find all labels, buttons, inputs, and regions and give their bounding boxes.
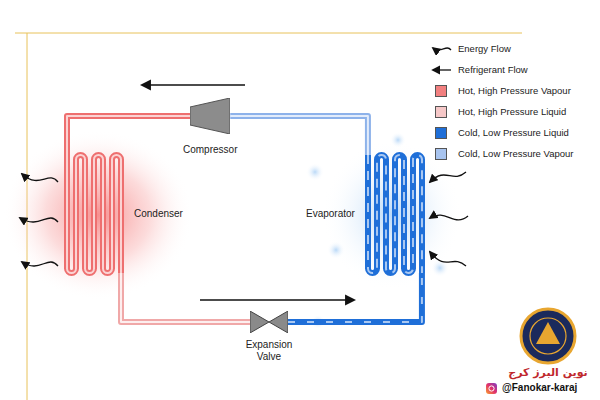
- refrigerant-pipe: [67, 116, 190, 155]
- legend-swatch: [435, 85, 447, 97]
- evaporator-coil: [363, 155, 427, 273]
- coil-tube: [67, 155, 121, 273]
- instagram-icon: [486, 383, 497, 394]
- legend-sample: [430, 43, 452, 55]
- component-node: Expansion Valve: [238, 311, 300, 363]
- legend-sample: [430, 64, 452, 76]
- pipe-wall: [230, 116, 368, 155]
- pipe-core: [288, 273, 422, 322]
- legend-row: Hot, High Pressure Liquid: [430, 101, 573, 122]
- pipe-core: [67, 116, 190, 155]
- instagram-icon: [489, 386, 494, 391]
- coil-tube-inner: [368, 155, 422, 273]
- legend-text: Cold, Low Pressure Vapour: [458, 148, 573, 159]
- compressor-body: [190, 98, 230, 134]
- refrigerant-pipe: [288, 273, 422, 322]
- heat-glow: [3, 130, 193, 300]
- component-node: Compressor: [183, 98, 237, 156]
- legend-row: Cold, Low Pressure Liquid: [430, 122, 573, 143]
- watermark-brand: نوین البرز کرج: [500, 366, 596, 379]
- legend-swatch: [435, 127, 447, 139]
- cold-glow: [327, 241, 345, 259]
- valve-half: [269, 311, 288, 333]
- legend-swatch: [435, 106, 447, 118]
- pipe-wall: [288, 273, 422, 322]
- legend-row: Hot, High Pressure Vapour: [430, 80, 573, 101]
- frame-line: [15, 33, 522, 34]
- component-node: Evaporator: [306, 155, 427, 273]
- legend-row: Cold, Low Pressure Vapour: [430, 143, 573, 164]
- logo: [521, 309, 575, 363]
- legend-row: Refrigerant Flow: [430, 59, 573, 80]
- legend-row: Energy Flow: [430, 38, 573, 59]
- component-label: Condenser: [134, 208, 183, 220]
- refrigerant-pipe: [121, 273, 250, 322]
- legend-text: Cold, Low Pressure Liquid: [458, 127, 569, 138]
- legend-swatch: [435, 148, 447, 160]
- legend-text: Hot, High Pressure Vapour: [458, 85, 571, 96]
- cold-glow: [390, 132, 406, 148]
- component-node: Condenser: [62, 155, 183, 273]
- refrigerant-pipe: [230, 116, 368, 155]
- legend: Energy FlowRefrigerant FlowHot, High Pre…: [430, 38, 573, 164]
- component-label: Evaporator: [306, 208, 355, 220]
- valve-symbol: [250, 311, 288, 333]
- compressor-symbol: [190, 98, 230, 134]
- pipe-core: [121, 273, 250, 322]
- coil-tube: [368, 155, 422, 273]
- legend-arrow: [433, 69, 451, 70]
- legend-text: Energy Flow: [458, 43, 511, 54]
- pipe-wall: [67, 116, 190, 155]
- watermark-handle: @Fanokar-karaj: [500, 382, 579, 393]
- flow-arrow: [142, 84, 245, 86]
- pipe-wall: [121, 273, 250, 322]
- component-label: Expansion Valve: [238, 339, 300, 363]
- flow-arrow: [200, 299, 354, 301]
- valve-half: [250, 311, 269, 333]
- pipe-core: [230, 116, 368, 155]
- cold-glow: [306, 163, 324, 181]
- condenser-coil: [62, 155, 126, 273]
- legend-text: Hot, High Pressure Liquid: [458, 106, 566, 117]
- legend-text: Refrigerant Flow: [458, 64, 528, 75]
- legend-arrow: [433, 48, 451, 50]
- component-label: Compressor: [183, 144, 237, 156]
- coil-tube-inner: [67, 155, 121, 273]
